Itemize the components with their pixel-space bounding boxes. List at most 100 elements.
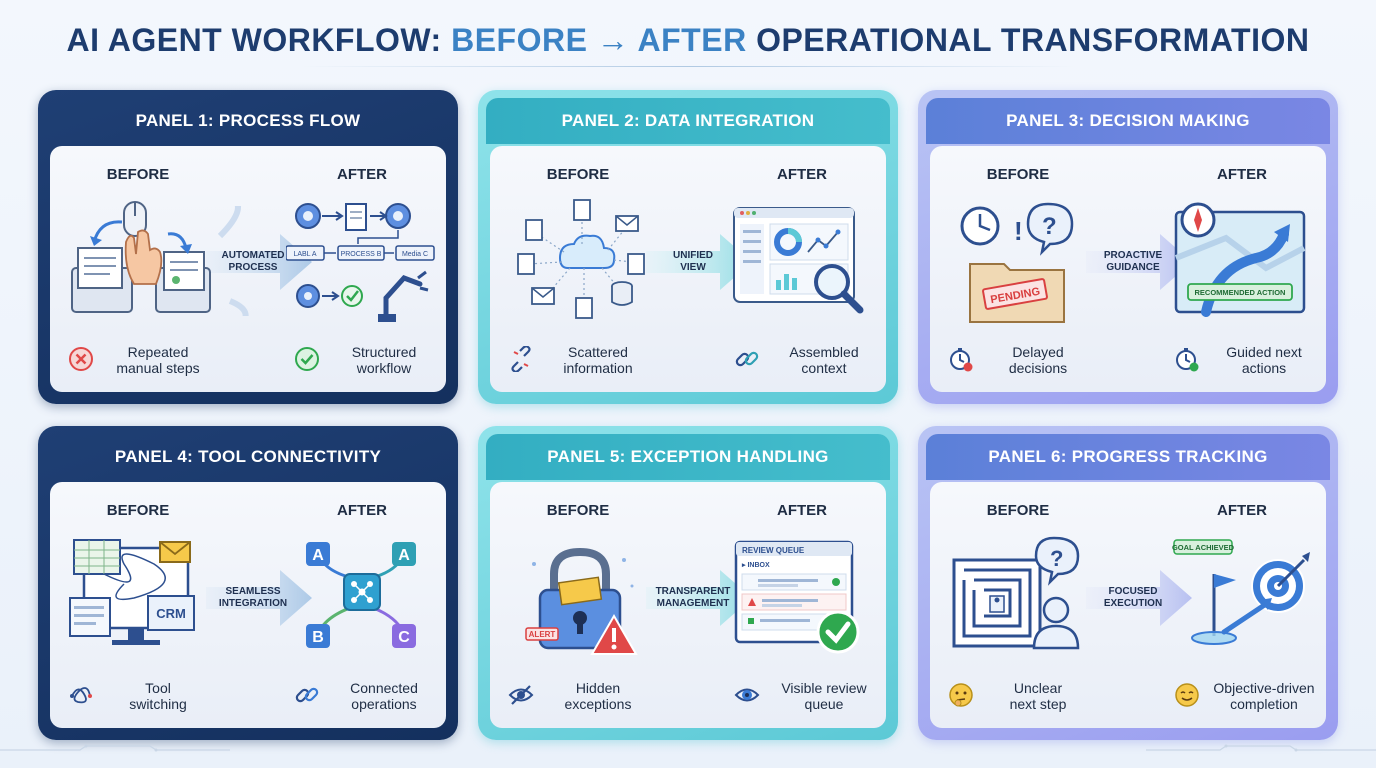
panel-body: BEFORE AFTER UNIFIED VIEW xyxy=(490,146,886,392)
before-result-text: Tool switching xyxy=(129,680,187,712)
many-tools-illustration: CRM xyxy=(69,539,195,645)
hub-node-a-left: A xyxy=(312,547,324,564)
before-label: BEFORE xyxy=(546,502,610,519)
hub-node-a-right: A xyxy=(398,547,410,564)
panel-title: PANEL 5: EXCEPTION HANDLING xyxy=(486,434,890,480)
before-result-text: Repeated manual steps xyxy=(116,344,200,376)
panel-title: PANEL 4: TOOL CONNECTIVITY xyxy=(114,447,382,466)
thinking-face-icon xyxy=(949,683,973,707)
title-divider xyxy=(300,66,1076,67)
goal-target-illustration: GOAL ACHIEVED xyxy=(1172,539,1310,645)
after-result-text: Structured workflow xyxy=(351,344,417,376)
recommended-action-tag: RECOMMENDED ACTION xyxy=(1195,288,1286,297)
before-label: BEFORE xyxy=(986,166,1050,183)
transition-arrow xyxy=(1086,570,1192,626)
panel-decision-making: PANEL 3: DECISION MAKING BEFORE AFTER PR… xyxy=(918,90,1338,404)
green-check-icon xyxy=(295,347,319,371)
broken-link-icon xyxy=(511,346,531,372)
panel-tool-connectivity: PANEL 4: TOOL CONNECTIVITY BEFORE AFTER … xyxy=(38,426,458,740)
before-result: Unclear next step xyxy=(948,676,1118,716)
stopwatch-alert-icon xyxy=(950,348,973,372)
svg-text:?: ? xyxy=(1050,546,1063,571)
title-part-3: OPERATIONAL TRANSFORMATION xyxy=(746,22,1310,58)
panel-title: PANEL 1: PROCESS FLOW xyxy=(135,111,361,130)
goal-achieved-tag: GOAL ACHIEVED xyxy=(1172,543,1235,552)
transition-label: PROACTIVE GUIDANCE xyxy=(1103,250,1163,273)
panel-progress-tracking: PANEL 6: PROGRESS TRACKING BEFORE AFTER … xyxy=(918,426,1338,740)
svg-text:?: ? xyxy=(1042,213,1057,240)
after-label: AFTER xyxy=(337,166,387,183)
svg-text:!: ! xyxy=(1014,216,1023,246)
before-result: Delayed decisions xyxy=(948,340,1118,380)
transition-arrow xyxy=(646,570,752,626)
title-part-1: AI AGENT WORKFLOW: xyxy=(66,22,452,58)
tag-media-c: Media C xyxy=(402,251,428,258)
after-result-text: Guided next actions xyxy=(1226,344,1302,376)
after-result: Structured workflow xyxy=(294,340,446,380)
panel-body: BEFORE AFTER FOCUSED EXECUTION ? GOAL AC… xyxy=(930,482,1326,728)
link-icon xyxy=(735,351,759,367)
structured-flow-illustration: LABL A PROCESS B Media C xyxy=(286,203,435,322)
before-result: Tool switching xyxy=(68,676,238,716)
link-icon xyxy=(295,687,319,703)
after-result: Objective-driven completion xyxy=(1174,676,1326,716)
smiling-face-icon xyxy=(1175,683,1199,707)
pending-decision-illustration: ! ? PENDING xyxy=(960,202,1074,323)
after-label: AFTER xyxy=(1217,166,1267,183)
before-label: BEFORE xyxy=(106,166,170,183)
eye-hidden-icon xyxy=(508,685,534,705)
after-label: AFTER xyxy=(777,502,827,519)
review-queue-illustration: REVIEW QUEUE ▸ INBOX xyxy=(734,540,860,654)
panel-body: BEFORE AFTER AUTOMATED PROCESS xyxy=(50,146,446,392)
before-label: BEFORE xyxy=(106,502,170,519)
page-title: AI AGENT WORKFLOW: BEFORE → AFTER OPERAT… xyxy=(0,18,1376,62)
after-label: AFTER xyxy=(777,166,827,183)
transition-arrow xyxy=(1086,234,1192,290)
crm-label: CRM xyxy=(156,606,186,621)
before-result-text: Hidden exceptions xyxy=(564,680,632,712)
transition-label: SEAMLESS INTEGRATION xyxy=(218,586,288,609)
after-result: Assembled context xyxy=(734,340,886,380)
before-result-text: Scattered information xyxy=(563,344,633,376)
review-queue-title: REVIEW QUEUE xyxy=(742,546,805,555)
title-part-2: BEFORE → AFTER xyxy=(451,22,747,58)
after-result-text: Visible review queue xyxy=(781,680,867,712)
tag-process-b: PROCESS B xyxy=(341,251,382,258)
review-queue-inbox: ▸ INBOX xyxy=(741,562,770,569)
panel-title: PANEL 3: DECISION MAKING xyxy=(926,98,1330,144)
before-result-text: Unclear next step xyxy=(1009,680,1067,712)
stopwatch-check-icon xyxy=(1176,348,1199,372)
after-label: AFTER xyxy=(1217,502,1267,519)
panel-title: PANEL 2: DATA INTEGRATION xyxy=(486,98,890,144)
after-result-text: Connected operations xyxy=(350,680,418,712)
tangle-icon xyxy=(70,687,92,704)
transition-label: UNIFIED VIEW xyxy=(673,250,713,273)
after-label: AFTER xyxy=(337,502,387,519)
locked-exceptions-illustration: ALERT xyxy=(525,547,638,655)
before-label: BEFORE xyxy=(546,166,610,183)
panel-body: BEFORE AFTER SEAMLESS INTEGRATION CRM xyxy=(50,482,446,728)
guidance-map-illustration: RECOMMENDED ACTION xyxy=(1174,202,1306,317)
after-result-text: Objective-driven completion xyxy=(1213,680,1315,712)
panel-body: BEFORE AFTER TRANSPARENT MANAGEMENT ALER… xyxy=(490,482,886,728)
panel-exception-handling: PANEL 5: EXCEPTION HANDLING BEFORE AFTER… xyxy=(478,426,898,740)
circuit-decoration-left xyxy=(0,744,230,752)
eye-icon xyxy=(734,688,760,702)
before-result: Scattered information xyxy=(508,340,678,380)
after-result-text: Assembled context xyxy=(789,344,859,376)
before-result: Repeated manual steps xyxy=(68,340,238,380)
maze-confusion-illustration: ? xyxy=(952,536,1080,650)
tag-label-a: LABL A xyxy=(293,251,316,258)
circuit-decoration-right xyxy=(1146,744,1376,752)
unified-dashboard-illustration xyxy=(733,207,864,314)
after-result: Visible review queue xyxy=(734,676,886,716)
after-result: Guided next actions xyxy=(1174,340,1326,380)
transition-label: AUTOMATED PROCESS xyxy=(221,250,285,273)
alert-tag: ALERT xyxy=(529,630,556,639)
transition-label: TRANSPARENT MANAGEMENT xyxy=(655,586,731,609)
before-label: BEFORE xyxy=(986,502,1050,519)
after-result: Connected operations xyxy=(294,676,446,716)
panel-title: PANEL 6: PROGRESS TRACKING xyxy=(926,434,1330,480)
before-result: Hidden exceptions xyxy=(508,676,678,716)
manual-desk-illustration xyxy=(71,201,211,313)
